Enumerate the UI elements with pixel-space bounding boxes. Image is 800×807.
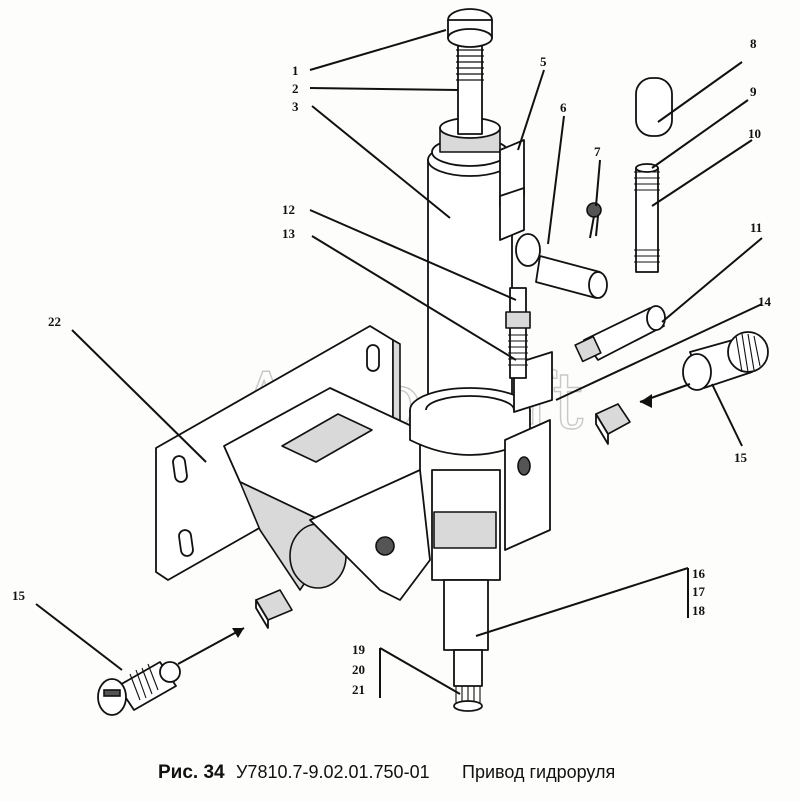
label-8: 8 bbox=[750, 36, 757, 51]
label-20: 20 bbox=[352, 662, 365, 677]
label-13: 13 bbox=[282, 226, 296, 241]
label-22: 22 bbox=[48, 314, 61, 329]
label-14: 14 bbox=[758, 294, 772, 309]
leader-lines bbox=[35, 29, 763, 698]
label-9: 9 bbox=[750, 84, 757, 99]
adjuster-screw bbox=[505, 287, 531, 379]
cage-lower bbox=[177, 589, 293, 665]
pin-6 bbox=[515, 233, 608, 299]
mounting-bracket bbox=[155, 325, 431, 601]
label-21: 21 bbox=[352, 682, 365, 697]
part-labels: 1 2 3 5 6 7 8 9 10 12 13 11 14 22 15 15 … bbox=[12, 36, 772, 697]
label-7: 7 bbox=[594, 144, 601, 159]
label-12: 12 bbox=[282, 202, 295, 217]
plug-lower bbox=[97, 661, 181, 716]
figure-number: Рис. 34 bbox=[158, 762, 225, 783]
label-6: 6 bbox=[560, 100, 567, 115]
plug-upper bbox=[682, 331, 769, 391]
cage-upper bbox=[595, 383, 691, 445]
cotter-pin-7 bbox=[586, 202, 602, 239]
joint-11 bbox=[574, 305, 666, 363]
label-16: 16 bbox=[692, 566, 706, 581]
rod-9-10 bbox=[634, 163, 660, 273]
column-housing bbox=[409, 117, 553, 551]
label-3: 3 bbox=[292, 99, 299, 114]
label-18: 18 bbox=[692, 603, 706, 618]
upper-shaft bbox=[447, 8, 493, 135]
figure-caption: Рис. 34 У7810.7-9.02.01.750-01 Привод ги… bbox=[158, 762, 615, 783]
label-17: 17 bbox=[692, 584, 706, 599]
label-15-lower: 15 bbox=[12, 588, 26, 603]
label-10: 10 bbox=[748, 126, 761, 141]
label-5: 5 bbox=[540, 54, 547, 69]
label-1: 1 bbox=[292, 63, 299, 78]
cap-8 bbox=[635, 77, 673, 137]
lower-shaft bbox=[431, 469, 501, 712]
label-19: 19 bbox=[352, 642, 366, 657]
label-15-upper: 15 bbox=[734, 450, 748, 465]
figure-title: Привод гидроруля bbox=[462, 762, 615, 782]
label-2: 2 bbox=[292, 81, 299, 96]
drawing-code: У7810.7-9.02.01.750-01 bbox=[236, 762, 430, 782]
label-11: 11 bbox=[750, 220, 762, 235]
